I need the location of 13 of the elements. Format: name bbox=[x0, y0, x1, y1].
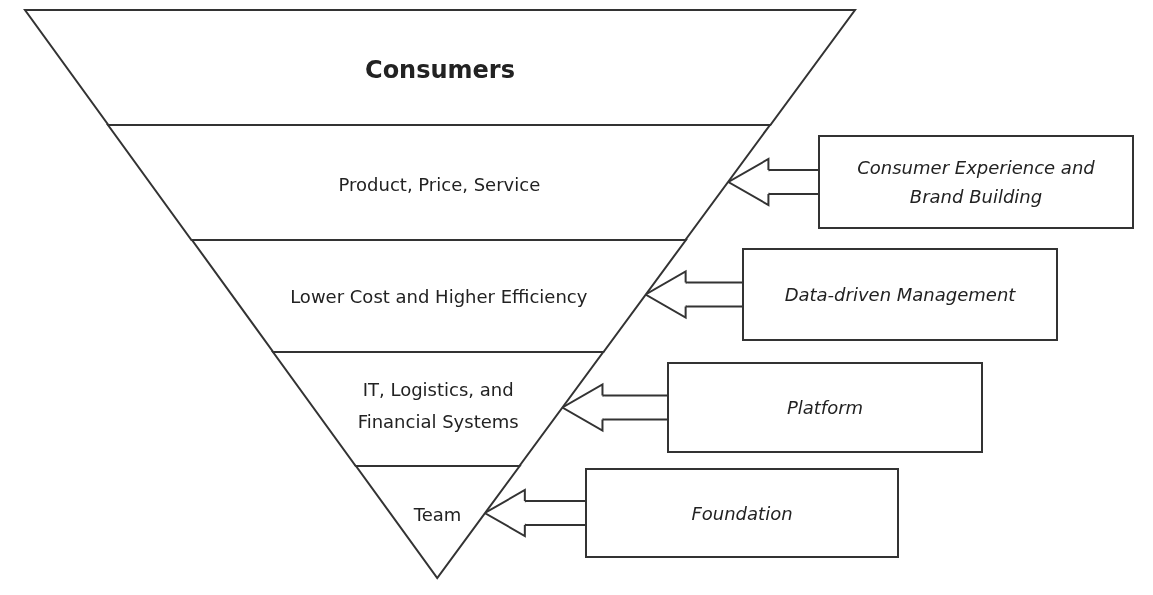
band-label: IT, Logistics, and Financial Systems bbox=[356, 378, 520, 434]
concept-box bbox=[742, 248, 1058, 341]
band-label: Product, Price, Service bbox=[338, 173, 541, 197]
concept-box bbox=[818, 135, 1134, 229]
box-label: Foundation bbox=[691, 501, 793, 526]
box-label: Consumer Experience and Brand Building bbox=[856, 156, 1096, 209]
band-label: Team bbox=[413, 503, 462, 527]
concept-box bbox=[667, 362, 983, 453]
concept-box bbox=[585, 468, 899, 558]
band-label: Consumers bbox=[365, 55, 515, 86]
box-label: Platform bbox=[786, 396, 864, 420]
band-label: Lower Cost and Higher Efficiency bbox=[290, 285, 588, 309]
box-label: Data-driven Management bbox=[784, 283, 1016, 307]
